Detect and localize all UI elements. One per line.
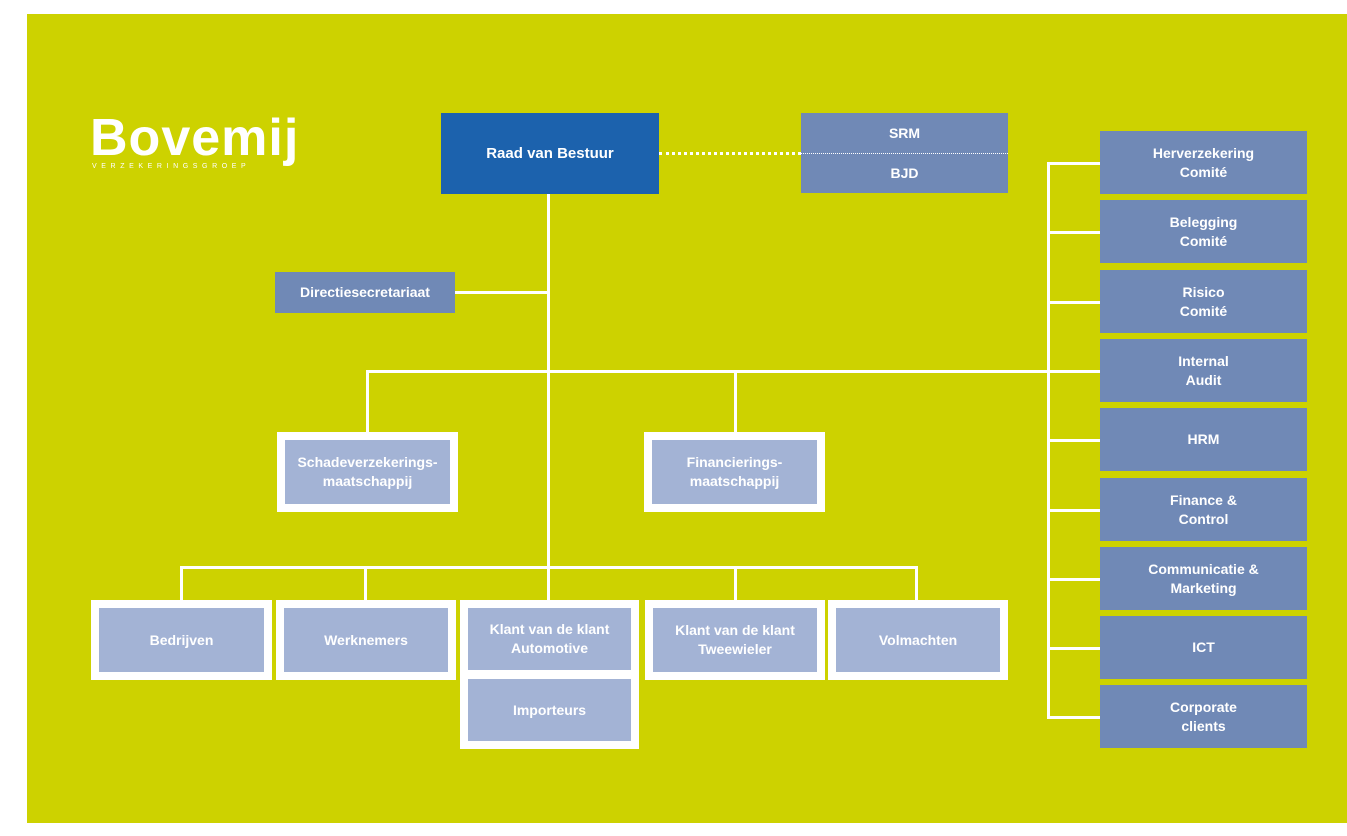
connector-staff-7 bbox=[1047, 647, 1100, 650]
connector-staff-4 bbox=[1047, 439, 1100, 442]
staff-box-label: Corporate clients bbox=[1170, 698, 1237, 734]
staff-box: HRM bbox=[1100, 408, 1307, 471]
connector-drop-tweewieler bbox=[734, 566, 737, 600]
logo-subtitle: VERZEKERINGSGROEP bbox=[92, 163, 251, 170]
advisor-bjd: BJD bbox=[801, 153, 1008, 193]
connector-secretariat bbox=[455, 291, 549, 294]
staff-box: Risico Comité bbox=[1100, 270, 1307, 333]
schadeverzekeringsmaatschappij-label: Schadeverzekerings- maatschappij bbox=[297, 454, 438, 489]
staff-box-label: Communicatie & Marketing bbox=[1148, 560, 1259, 596]
staff-box-label: Finance & Control bbox=[1170, 491, 1237, 527]
raad-van-bestuur-label: Raad van Bestuur bbox=[486, 145, 614, 162]
box-advisors: SRM BJD bbox=[801, 113, 1008, 193]
box-volmachten: Volmachten bbox=[836, 608, 1000, 672]
bovemij-logo: Bovemij VERZEKERINGSGROEP bbox=[90, 111, 310, 171]
klant-automotive-label: Klant van de klant Automotive bbox=[489, 621, 610, 656]
connector-top-vertical bbox=[547, 194, 550, 600]
box-financieringsmaatschappij: Financierings- maatschappij bbox=[652, 440, 817, 504]
box-raad-van-bestuur: Raad van Bestuur bbox=[441, 113, 659, 194]
staff-box-label: HRM bbox=[1187, 431, 1220, 447]
connector-staff-2 bbox=[1047, 301, 1100, 304]
staff-box-label: Risico Comité bbox=[1179, 283, 1228, 319]
connector-financiering-drop bbox=[734, 370, 737, 432]
advisor-bjd-label: BJD bbox=[890, 164, 919, 181]
logo-wordmark: Bovemij bbox=[90, 109, 300, 167]
connector-staff-0 bbox=[1047, 162, 1100, 165]
staff-box: ICT bbox=[1100, 616, 1307, 679]
staff-box: Communicatie & Marketing bbox=[1100, 547, 1307, 610]
werknemers-label: Werknemers bbox=[324, 631, 408, 648]
connector-schade-drop bbox=[366, 370, 369, 432]
connector-drop-volmachten bbox=[915, 566, 918, 600]
staff-box: Finance & Control bbox=[1100, 478, 1307, 541]
box-klant-automotive: Klant van de klant Automotive bbox=[468, 608, 631, 670]
importeurs-label: Importeurs bbox=[512, 701, 587, 718]
staff-box: Internal Audit bbox=[1100, 339, 1307, 402]
staff-box-label: Internal Audit bbox=[1178, 352, 1229, 388]
box-bedrijven: Bedrijven bbox=[99, 608, 264, 672]
advisor-srm-label: SRM bbox=[888, 124, 921, 141]
klant-tweewieler-label: Klant van de klant Tweewieler bbox=[675, 622, 795, 657]
box-schadeverzekeringsmaatschappij: Schadeverzekerings- maatschappij bbox=[285, 440, 450, 504]
staff-box: Belegging Comité bbox=[1100, 200, 1307, 263]
staff-box-label: Belegging Comité bbox=[1169, 213, 1238, 249]
bedrijven-label: Bedrijven bbox=[149, 631, 214, 648]
advisor-srm: SRM bbox=[801, 113, 1008, 153]
connector-staff-1 bbox=[1047, 231, 1100, 234]
connector-drop-bedrijven bbox=[180, 566, 183, 600]
directiesecretariaat-label: Directiesecretariaat bbox=[300, 284, 430, 300]
volmachten-label: Volmachten bbox=[878, 631, 958, 648]
box-directiesecretariaat: Directiesecretariaat bbox=[275, 272, 455, 313]
box-werknemers: Werknemers bbox=[284, 608, 448, 672]
staff-box-label: Herverzekering Comité bbox=[1152, 144, 1255, 180]
connector-staff-8 bbox=[1047, 716, 1100, 719]
box-importeurs: Importeurs bbox=[468, 679, 631, 741]
staff-box-label: ICT bbox=[1192, 639, 1215, 655]
connector-advisors-dotted bbox=[659, 152, 801, 155]
staff-box: Corporate clients bbox=[1100, 685, 1307, 748]
connector-horizontal-bottom bbox=[180, 566, 918, 569]
connector-staff-5 bbox=[1047, 509, 1100, 512]
connector-staff-6 bbox=[1047, 578, 1100, 581]
financieringsmaatschappij-label: Financierings- maatschappij bbox=[686, 454, 783, 489]
staff-box: Herverzekering Comité bbox=[1100, 131, 1307, 194]
connector-drop-werknemers bbox=[364, 566, 367, 600]
advisor-divider bbox=[801, 153, 1008, 155]
connector-staff-3 bbox=[1047, 370, 1100, 373]
box-klant-tweewieler: Klant van de klant Tweewieler bbox=[653, 608, 817, 672]
